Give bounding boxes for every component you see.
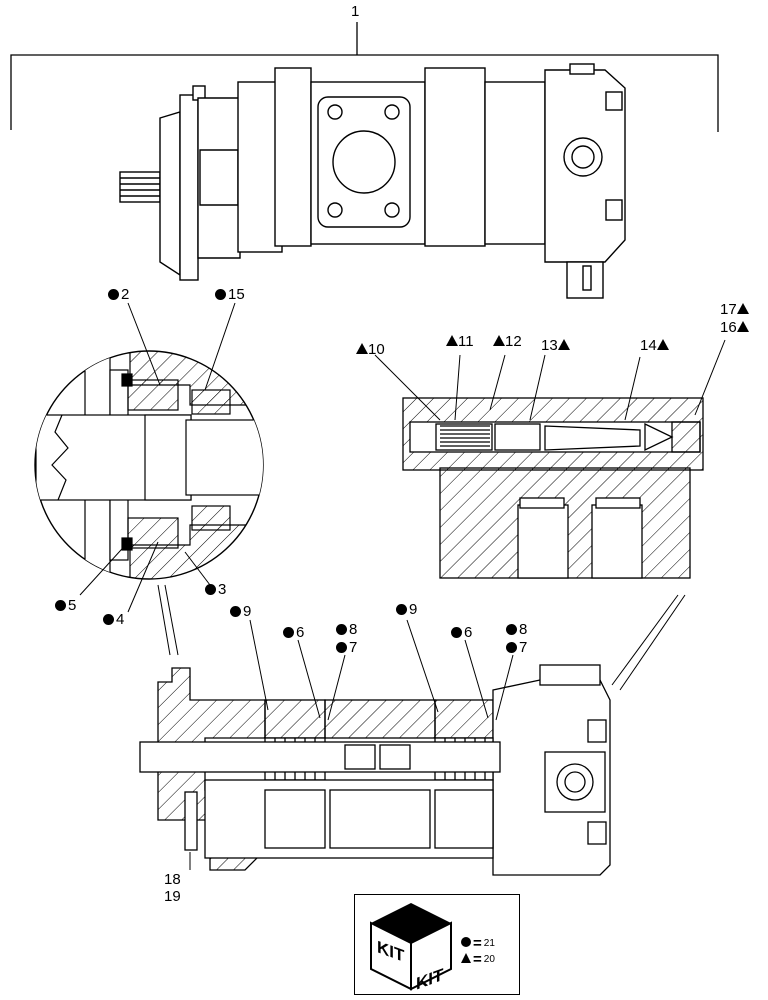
legend-dot-icon [461, 937, 471, 947]
kit-20-triangle-icon [736, 321, 749, 332]
callout-14-number: 14 [640, 337, 657, 354]
shaft-seal-detail-view [34, 350, 264, 580]
kit-21-dot-icon [506, 624, 517, 635]
callout-6b-number: 6 [464, 624, 473, 641]
pump-exterior-view [119, 63, 626, 299]
callout-9b: 9 [396, 602, 417, 618]
legend-triangle-icon [461, 953, 471, 963]
kit-box-icon: KIT KIT [370, 903, 452, 993]
callout-17-number: 17 [720, 301, 737, 318]
callout-10-number: 10 [368, 341, 385, 358]
callout-4: 4 [103, 612, 124, 628]
callout-16-number: 16 [720, 319, 737, 336]
callout-17: 17 [720, 302, 749, 318]
callout-9a: 9 [230, 604, 251, 620]
assembly-bracket [10, 22, 719, 132]
relief-valve-section-view [402, 397, 704, 579]
pump-cross-section-view [139, 664, 611, 876]
kit-20-triangle-icon [446, 335, 458, 346]
kit-21-dot-icon [336, 642, 347, 653]
callout-9a-number: 9 [243, 603, 252, 620]
callout-6b: 6 [451, 625, 472, 641]
callout-8a-number: 8 [349, 621, 358, 638]
callout-19: 19 [164, 888, 181, 905]
callout-5-number: 5 [68, 597, 77, 614]
callout-12-number: 12 [505, 333, 522, 350]
kit-21-dot-icon [396, 604, 407, 615]
callout-5: 5 [55, 598, 76, 614]
kit-20-triangle-icon [656, 339, 669, 350]
callout-2-number: 2 [121, 286, 130, 303]
callout-7b-number: 7 [519, 639, 528, 656]
legend-triangle-kit-number: 20 [483, 954, 495, 965]
callout-1: 1 [351, 3, 360, 20]
kit-21-dot-icon [336, 624, 347, 635]
callout-9b-number: 9 [409, 601, 418, 618]
callout-11: 11 [446, 334, 474, 350]
kit-legend: KIT KIT =21 =20 [354, 894, 520, 995]
callout-8b-number: 8 [519, 621, 528, 638]
kit-20-triangle-icon [493, 335, 505, 346]
callout-6a-number: 6 [296, 624, 305, 641]
callout-14: 14 [640, 338, 669, 354]
callout-16: 16 [720, 320, 749, 336]
kit-20-triangle-icon [356, 343, 368, 354]
callout-3-number: 3 [218, 581, 227, 598]
callout-15: 15 [215, 287, 245, 303]
callout-7b: 7 [506, 640, 527, 656]
callout-13-number: 13 [541, 337, 558, 354]
kit-21-dot-icon [215, 289, 226, 300]
callout-18: 18 [164, 871, 181, 888]
callout-leader-lines [79, 302, 726, 870]
kit-21-dot-icon [230, 606, 241, 617]
callout-2: 2 [108, 287, 129, 303]
callout-7a: 7 [336, 640, 357, 656]
callout-6a: 6 [283, 625, 304, 641]
callout-7a-number: 7 [349, 639, 358, 656]
kit-21-dot-icon [55, 600, 66, 611]
kit-21-dot-icon [451, 627, 462, 638]
legend-triangle-row: =20 [461, 951, 495, 968]
callout-3: 3 [205, 582, 226, 598]
callout-10: 10 [356, 342, 385, 358]
callout-15-number: 15 [228, 286, 245, 303]
kit-21-dot-icon [103, 614, 114, 625]
callout-12: 12 [493, 334, 522, 350]
kit-20-triangle-icon [557, 339, 570, 350]
callout-11-number: 11 [458, 333, 474, 350]
legend-dot-row: =21 [461, 935, 495, 952]
kit-20-triangle-icon [736, 303, 749, 314]
callout-13: 13 [541, 338, 570, 354]
legend-dot-kit-number: 21 [483, 938, 495, 949]
kit-21-dot-icon [205, 584, 216, 595]
callout-4-number: 4 [116, 611, 125, 628]
kit-21-dot-icon [108, 289, 119, 300]
callout-8b: 8 [506, 622, 527, 638]
kit-21-dot-icon [506, 642, 517, 653]
callout-8a: 8 [336, 622, 357, 638]
kit-21-dot-icon [283, 627, 294, 638]
